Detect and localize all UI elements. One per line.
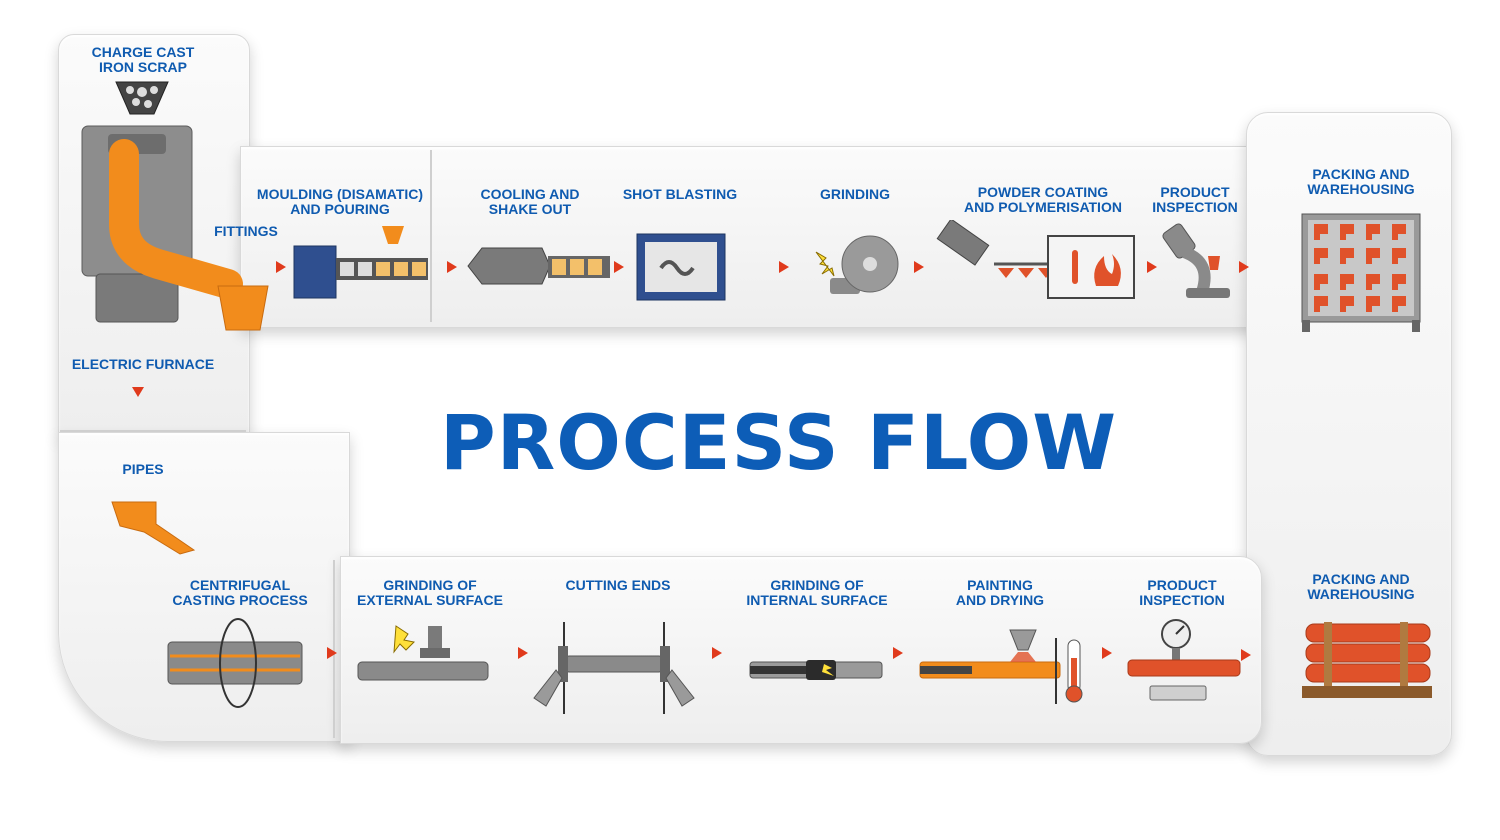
external-grinding-icon	[357, 625, 489, 681]
left-bottom-panel	[58, 432, 350, 742]
moulding-machine-icon	[293, 226, 428, 299]
fittings-branch-label: FITTINGS	[214, 223, 278, 239]
electric-furnace-icon	[81, 125, 269, 331]
flow-arrow	[327, 647, 337, 659]
step-label-powder-coating: POWDER COATING AND POLYMERISATION	[964, 184, 1122, 215]
step-label-moulding: MOULDING (DISAMATIC) AND POURING	[256, 186, 424, 217]
flow-arrow	[779, 261, 789, 273]
electric-furnace-label: ELECTRIC FURNACE	[71, 356, 215, 372]
flow-arrow	[1241, 649, 1251, 661]
flow-arrow	[1147, 261, 1157, 273]
step-label-cooling: COOLING AND SHAKE OUT	[480, 186, 580, 217]
scrap-bucket-icon	[115, 81, 169, 115]
flow-arrow	[1239, 261, 1249, 273]
centrifugal-casting-icon	[167, 618, 303, 708]
step-label-inspection-bottom: PRODUCT INSPECTION	[1139, 577, 1225, 608]
fittings-rack-icon	[1301, 213, 1421, 332]
flow-arrow-down	[132, 387, 144, 397]
step-label-cutting-ends: CUTTING ENDS	[565, 577, 671, 593]
internal-grinding-icon	[749, 660, 883, 680]
grinding-wheel-icon	[815, 235, 899, 294]
pipes-branch-label: PIPES	[122, 461, 164, 477]
step-label-packing-bottom: PACKING AND WAREHOUSING	[1307, 571, 1415, 602]
pouring-spout-icon	[111, 501, 196, 555]
flow-arrow	[614, 261, 624, 273]
panel-seam	[60, 430, 246, 432]
pipe-bundle-icon	[1302, 622, 1432, 698]
panel-seam	[430, 150, 432, 322]
microscope-icon	[1162, 223, 1230, 298]
cooling-conveyor-icon	[467, 247, 610, 285]
painting-drying-icon	[919, 629, 1083, 704]
shot-blasting-icon	[636, 233, 726, 301]
flow-arrow	[1102, 647, 1112, 659]
flow-arrow	[518, 647, 528, 659]
step-label-packing-top: PACKING AND WAREHOUSING	[1307, 166, 1415, 197]
step-label-inspection-top: PRODUCT INSPECTION	[1152, 184, 1238, 215]
charge-scrap-label: CHARGE CAST IRON SCRAP	[91, 44, 195, 75]
pressure-gauge-icon	[1127, 619, 1241, 701]
step-label-internal-grinding: GRINDING OF INTERNAL SURFACE	[746, 577, 888, 608]
flow-arrow	[276, 261, 286, 273]
flow-arrow	[712, 647, 722, 659]
step-label-shot-blasting: SHOT BLASTING	[622, 186, 738, 202]
step-label-external-grinding: GRINDING OF EXTERNAL SURFACE	[357, 577, 503, 608]
flow-arrow	[914, 261, 924, 273]
step-label-painting: PAINTING AND DRYING	[955, 577, 1045, 608]
step-label-centrifugal: CENTRIFUGAL CASTING PROCESS	[172, 577, 308, 608]
powder-coating-icon	[936, 220, 1135, 299]
page-title: PROCESS FLOW	[440, 398, 1118, 487]
step-label-grinding: GRINDING	[820, 186, 890, 202]
flow-arrow	[893, 647, 903, 659]
flow-arrow	[447, 261, 457, 273]
cutting-ends-icon	[533, 622, 695, 714]
